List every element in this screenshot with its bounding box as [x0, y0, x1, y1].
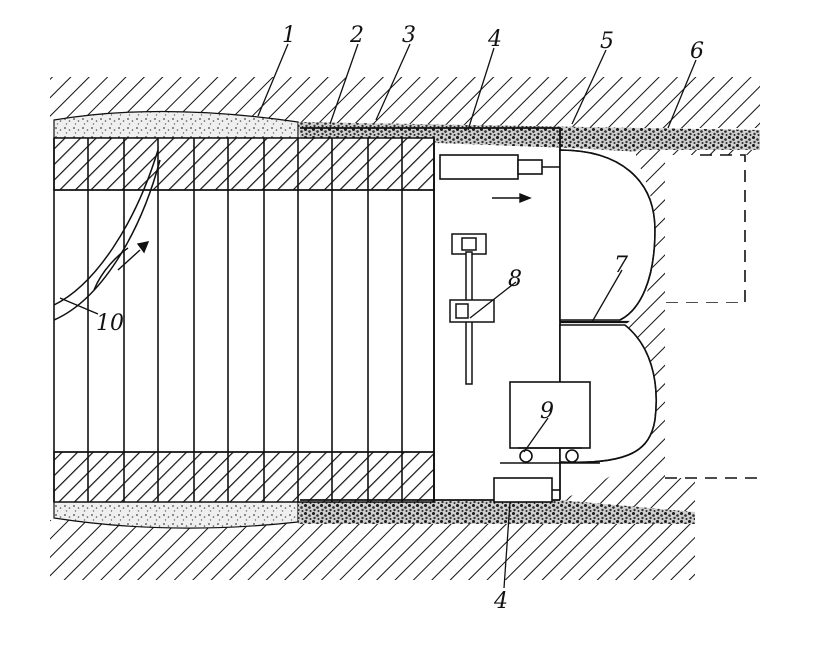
lining-top — [53, 137, 435, 191]
label-8-erector: 8 — [508, 267, 522, 292]
soil-band-top — [298, 122, 760, 156]
label-7-platform: 7 — [614, 253, 628, 278]
supply-pipes — [53, 149, 161, 321]
label-5-shield: 5 — [600, 29, 614, 54]
segment-erector — [449, 233, 495, 385]
muck-car — [500, 381, 600, 464]
leader-lines — [59, 43, 697, 589]
grout-layer-bottom — [53, 499, 299, 529]
flow-arrow — [117, 241, 150, 271]
grout-layer-top — [53, 110, 299, 139]
label-1-grout: 1 — [282, 23, 296, 48]
label-9-muck-car: 9 — [540, 399, 554, 424]
thrust-jack-top — [439, 154, 560, 180]
thrust-jack-bottom — [493, 477, 560, 503]
next-excavation-outline — [665, 154, 765, 479]
label-10-pipes: 10 — [96, 311, 124, 336]
label-4-jack-top: 4 — [487, 27, 502, 52]
rock-mass-bottom — [50, 512, 695, 580]
advance-arrow — [492, 192, 532, 204]
label-6-ground: 6 — [690, 39, 704, 64]
label-2-soil: 2 — [349, 23, 364, 48]
lining-bottom — [53, 451, 435, 503]
label-3-lining: 3 — [402, 23, 416, 48]
label-4-jack-bottom: 4 — [493, 589, 508, 614]
soil-band-bottom — [298, 496, 695, 524]
